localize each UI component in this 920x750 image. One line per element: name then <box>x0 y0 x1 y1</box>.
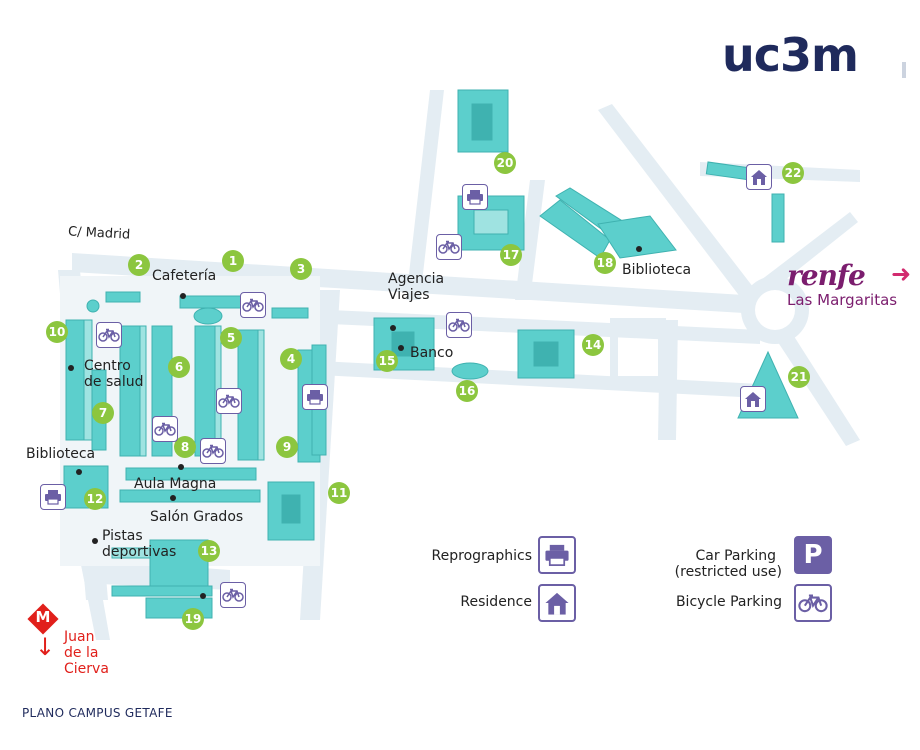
building-9-marker[interactable]: 9 <box>276 436 298 458</box>
building-11-marker[interactable]: 11 <box>328 482 350 504</box>
label-salon-grados: Salón Grados <box>150 509 244 525</box>
building-10-marker[interactable]: 10 <box>46 321 68 343</box>
street-label: C/ Madrid <box>67 224 131 243</box>
metro-station-name: Juan de la Cierva <box>64 629 109 677</box>
building-18-marker[interactable]: 18 <box>594 252 616 274</box>
dot-19 <box>200 593 206 599</box>
legend-reprographics-label: Reprographics <box>431 548 532 564</box>
renfe-station[interactable]: renfe ➜ Las Margaritas <box>787 259 911 309</box>
dot-agencia <box>390 325 396 331</box>
building-21-marker[interactable]: 21 <box>788 366 810 388</box>
legend-car-parking-label-2: (restricted use) <box>674 564 782 580</box>
label-centro-salud-1: Centro <box>84 358 131 374</box>
building-2-block <box>105 291 141 303</box>
bicycle-icon[interactable] <box>152 416 178 442</box>
bicycle-icon[interactable] <box>96 322 122 348</box>
building-20-marker[interactable]: 20 <box>494 152 516 174</box>
renfe-station-name: Las Margaritas <box>787 291 898 309</box>
plaza <box>610 318 666 384</box>
label-aula-magna: Aula Magna <box>134 476 217 492</box>
building-22-marker[interactable]: 22 <box>782 162 804 184</box>
building-5-block <box>194 325 216 457</box>
metro-letter: M <box>35 608 51 626</box>
dot-centro-salud <box>68 365 74 371</box>
legend-car-parking-label-1: Car Parking <box>695 548 776 564</box>
building-16-block <box>451 362 489 380</box>
house-icon[interactable] <box>746 164 772 190</box>
roundabout-center <box>755 290 795 330</box>
label-pistas-2: deportivas <box>102 544 177 560</box>
label-pistas-1: Pistas <box>102 528 143 544</box>
legend-residence-label: Residence <box>460 594 532 610</box>
building-10-block <box>65 319 85 441</box>
building-3-marker[interactable]: 3 <box>290 258 312 280</box>
label-agencia-1: Agencia <box>388 271 445 287</box>
bicycle-icon <box>794 584 832 622</box>
arrow-right-icon: ➜ <box>891 260 912 288</box>
bicycle-icon[interactable] <box>446 312 472 338</box>
biblioteca-east <box>597 215 677 259</box>
uc3m-logo: uc3m <box>722 28 859 82</box>
building-1-marker[interactable]: 1 <box>222 250 244 272</box>
building-14-marker[interactable]: 14 <box>582 334 604 356</box>
bicycle-icon[interactable] <box>200 438 226 464</box>
label-centro-salud-2: de salud <box>84 374 144 390</box>
printer-icon <box>538 536 576 574</box>
printer-icon[interactable] <box>40 484 66 510</box>
salon-grados <box>119 489 261 503</box>
dot-biblioteca-west <box>76 469 82 475</box>
bicycle-icon[interactable] <box>216 388 242 414</box>
bicycle-icon[interactable] <box>436 234 462 260</box>
legend-bicycle-parking-label: Bicycle Parking <box>675 594 782 610</box>
dot-pistas <box>92 538 98 544</box>
building-4-marker[interactable]: 4 <box>280 348 302 370</box>
road-diagonal-north <box>598 104 760 302</box>
printer-icon[interactable] <box>462 184 488 210</box>
road-south-west <box>80 560 110 640</box>
building-19-marker[interactable]: 19 <box>182 608 204 630</box>
building-16-marker[interactable]: 16 <box>456 380 478 402</box>
house-icon[interactable] <box>740 386 766 412</box>
arrow-down-icon: ↓ <box>35 633 56 661</box>
label-agencia-2: Viajes <box>388 287 430 303</box>
dot-cafeteria <box>180 293 186 299</box>
building-7-marker[interactable]: 7 <box>92 402 114 424</box>
logo-tick <box>902 62 906 78</box>
parking-icon: P <box>794 536 832 574</box>
road-north-2 <box>515 180 545 300</box>
label-cafeteria: Cafetería <box>152 268 217 284</box>
building-6-block <box>119 325 141 457</box>
dot-banco <box>398 345 404 351</box>
building-19-block <box>111 585 213 597</box>
bicycle-icon[interactable] <box>220 582 246 608</box>
building-3-block <box>271 307 309 319</box>
building-5-marker[interactable]: 5 <box>220 327 242 349</box>
road-north-vertical <box>406 90 444 300</box>
road-diagonal-se <box>770 330 860 446</box>
building-17-marker[interactable]: 17 <box>500 244 522 266</box>
building-15-marker[interactable]: 15 <box>376 350 398 372</box>
dot-biblioteca-east <box>636 246 642 252</box>
house-icon <box>538 584 576 622</box>
building-2-marker[interactable]: 2 <box>128 254 150 276</box>
bicycle-icon[interactable] <box>240 292 266 318</box>
building-13-marker[interactable]: 13 <box>198 540 220 562</box>
aula-magna <box>125 467 257 481</box>
building-12-marker[interactable]: 12 <box>84 488 106 510</box>
dot-salon-grados <box>170 495 176 501</box>
building-8-marker[interactable]: 8 <box>174 436 196 458</box>
label-biblioteca-west: Biblioteca <box>26 446 96 462</box>
parking-letter: P <box>803 540 823 570</box>
label-banco: Banco <box>410 345 454 361</box>
building-6-marker[interactable]: 6 <box>168 356 190 378</box>
dot-aula-magna <box>178 464 184 470</box>
road-east <box>330 310 760 344</box>
map-title: PLANO CAMPUS GETAFE <box>22 706 173 720</box>
renfe-logo: renfe <box>787 259 866 292</box>
printer-icon[interactable] <box>302 384 328 410</box>
label-biblioteca-east: Biblioteca <box>622 262 692 278</box>
